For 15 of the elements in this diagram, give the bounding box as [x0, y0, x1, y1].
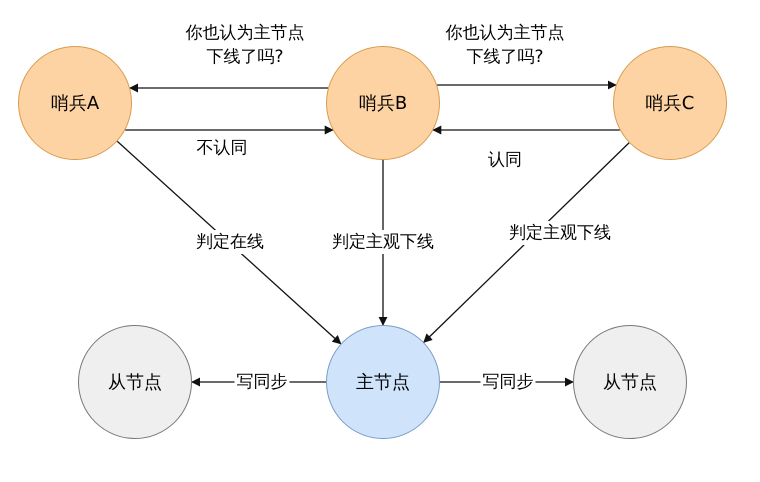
arrow: [125, 126, 334, 134]
node-label: 哨兵C: [646, 92, 694, 115]
arrow: [129, 84, 328, 92]
node-label: 主节点: [356, 371, 410, 394]
edge-label: 判定在线: [194, 230, 266, 254]
arrow: [437, 80, 617, 90]
edge-label: 判定主观下线: [507, 221, 613, 245]
arrow: [432, 126, 620, 134]
node-label: 哨兵A: [50, 92, 100, 115]
edge-label: 判定主观下线: [330, 230, 436, 254]
arrow: [423, 142, 630, 343]
arrow: [116, 140, 342, 344]
node-label: 哨兵B: [358, 92, 408, 115]
node-label: 从节点: [603, 371, 657, 394]
node-label: 从节点: [108, 371, 162, 394]
